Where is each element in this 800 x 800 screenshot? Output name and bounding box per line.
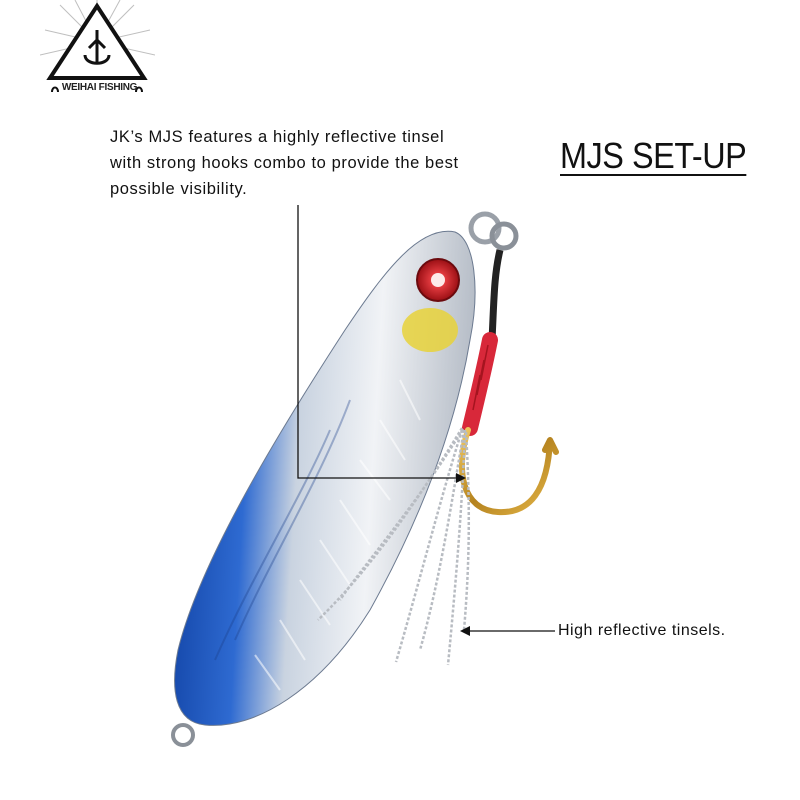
tail-ring-icon xyxy=(171,723,195,747)
split-ring-icon xyxy=(468,211,502,245)
description-leader-line xyxy=(297,205,458,479)
description-line: JK’s MJS features a highly reflective ti… xyxy=(110,128,445,146)
tinsel-callout: High reflective tinsels. xyxy=(558,622,726,639)
description-line: with strong hooks combo to provide the b… xyxy=(110,154,459,172)
page-title: MJS SET-UP xyxy=(560,135,747,176)
anchor-hook-icon xyxy=(83,30,111,65)
feature-description: JK’s MJS features a highly reflective ti… xyxy=(110,124,530,202)
brand-name: WEIHAI FISHING xyxy=(61,82,138,93)
tinsel xyxy=(317,427,471,666)
thread-wrap xyxy=(462,332,498,436)
hook-icon xyxy=(459,427,559,516)
description-line: possible visibility. xyxy=(110,180,248,198)
brand-logo xyxy=(40,0,155,93)
